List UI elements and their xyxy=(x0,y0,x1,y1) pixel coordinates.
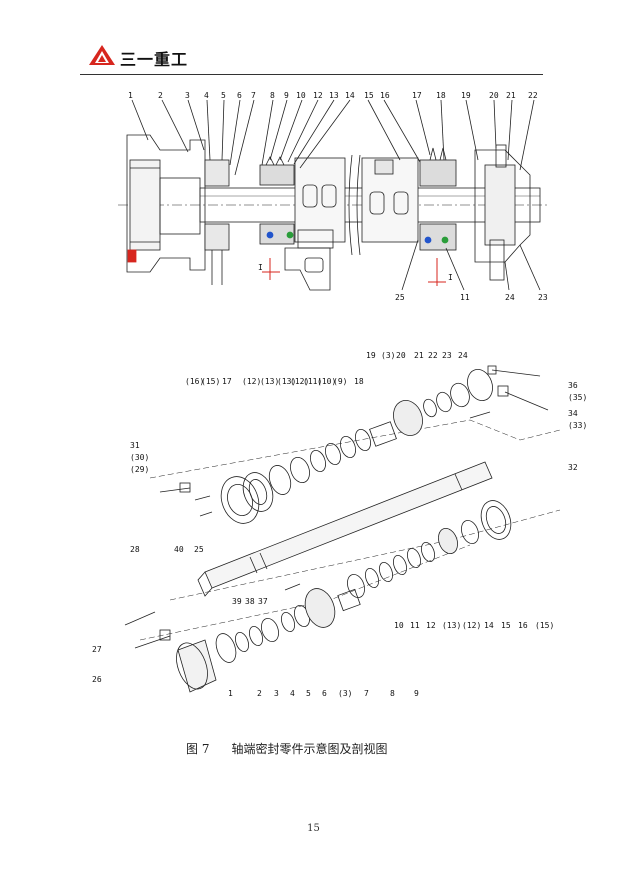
callout-label: 19 xyxy=(461,91,471,100)
cross-section-view xyxy=(118,99,548,291)
callout-label: 23 xyxy=(442,351,452,360)
brand-name: 三一重工 xyxy=(120,50,189,69)
callout-label: 1 xyxy=(128,91,133,100)
callout-label: (15) xyxy=(535,621,554,630)
callout-label: 38 xyxy=(245,597,255,606)
callout-label: 40 xyxy=(174,545,184,554)
callout-label: 26 xyxy=(92,675,102,684)
callout-label: 7 xyxy=(251,91,256,100)
callout-label: 14 xyxy=(484,621,494,630)
callout-label: (9) xyxy=(333,377,347,386)
callout-label: (12) xyxy=(462,621,481,630)
callout-label: 23 xyxy=(538,293,548,302)
callout-label: (16) xyxy=(185,377,204,386)
callout-label: 19 xyxy=(366,351,376,360)
callout-label: 20 xyxy=(396,351,406,360)
callout-label: (13) xyxy=(277,377,296,386)
callout-label: 8 xyxy=(390,689,395,698)
callout-label: 7 xyxy=(364,689,369,698)
callout-label: (15) xyxy=(201,377,220,386)
callout-label: (3) xyxy=(381,351,395,360)
exploded-view xyxy=(124,365,561,693)
callout-label: (33) xyxy=(568,421,587,430)
callout-label: 2 xyxy=(257,689,262,698)
callout-label: 24 xyxy=(505,293,515,302)
callout-label: 22 xyxy=(528,91,538,100)
callout-label: 17 xyxy=(222,377,232,386)
callout-label: (13) xyxy=(442,621,461,630)
callout-label: (12) xyxy=(290,377,309,386)
callout-label: (13) xyxy=(260,377,279,386)
callout-label: 25 xyxy=(395,293,405,302)
callout-label: 32 xyxy=(568,463,578,472)
header-divider xyxy=(80,74,543,75)
callout-label: 9 xyxy=(284,91,289,100)
sany-triangle-logo-icon xyxy=(89,45,115,65)
callout-label: 5 xyxy=(306,689,311,698)
callout-label: 6 xyxy=(237,91,242,100)
callout-label: 11 xyxy=(460,293,470,302)
callout-label: 15 xyxy=(501,621,511,630)
callout-label: 10 xyxy=(394,621,404,630)
callout-label: 22 xyxy=(428,351,438,360)
callout-label: 28 xyxy=(130,545,140,554)
callout-label: 1 xyxy=(228,689,233,698)
callout-label: 34 xyxy=(568,409,578,418)
callout-label: 27 xyxy=(92,645,102,654)
callout-label: 6 xyxy=(322,689,327,698)
callout-label: 5 xyxy=(221,91,226,100)
callout-label: 16 xyxy=(380,91,390,100)
callout-label: 31 xyxy=(130,441,140,450)
page-number: 15 xyxy=(307,823,320,834)
page-header: 三一重工 xyxy=(80,38,544,74)
callout-label: (11) xyxy=(303,377,322,386)
section-mark: I xyxy=(448,273,453,282)
callout-label: (35) xyxy=(568,393,587,402)
figure-caption-text: 轴端密封零件示意图及剖视图 xyxy=(231,742,388,756)
callout-label: 36 xyxy=(568,381,578,390)
callout-label: (3) xyxy=(338,689,352,698)
callout-label: 11 xyxy=(410,621,420,630)
callout-label: 2 xyxy=(158,91,163,100)
callout-label: 10 xyxy=(296,91,306,100)
callout-label: 3 xyxy=(185,91,190,100)
callout-label: 15 xyxy=(364,91,374,100)
callout-label: 21 xyxy=(414,351,424,360)
callout-label: 21 xyxy=(506,91,516,100)
callout-label: 12 xyxy=(313,91,323,100)
callout-label: 39 xyxy=(232,597,242,606)
callout-label: 8 xyxy=(270,91,275,100)
part-labels: 1 2 3 4 5 6 7 8 9 10 12 13 14 15 16 17 1… xyxy=(92,91,587,698)
callout-label: 16 xyxy=(518,621,528,630)
figure-caption: 图 7 轴端密封零件示意图及剖视图 xyxy=(186,740,387,757)
callout-label: 20 xyxy=(489,91,499,100)
section-mark: I xyxy=(258,263,263,272)
callout-label: 9 xyxy=(414,689,419,698)
callout-label: 37 xyxy=(258,597,268,606)
callout-label: (10) xyxy=(317,377,336,386)
figure-number: 图 7 xyxy=(186,742,210,756)
callout-label: 12 xyxy=(426,621,436,630)
callout-label: 4 xyxy=(290,689,295,698)
callout-label: 14 xyxy=(345,91,355,100)
callout-label: 25 xyxy=(194,545,204,554)
callout-label: 24 xyxy=(458,351,468,360)
callout-label: 18 xyxy=(354,377,364,386)
callout-label: 18 xyxy=(436,91,446,100)
callout-label: (30) xyxy=(130,453,149,462)
callout-label: 3 xyxy=(274,689,279,698)
callout-label: (29) xyxy=(130,465,149,474)
callout-label: 13 xyxy=(329,91,339,100)
callout-label: (12) xyxy=(242,377,261,386)
callout-label: 4 xyxy=(204,91,209,100)
callout-label: 17 xyxy=(412,91,422,100)
